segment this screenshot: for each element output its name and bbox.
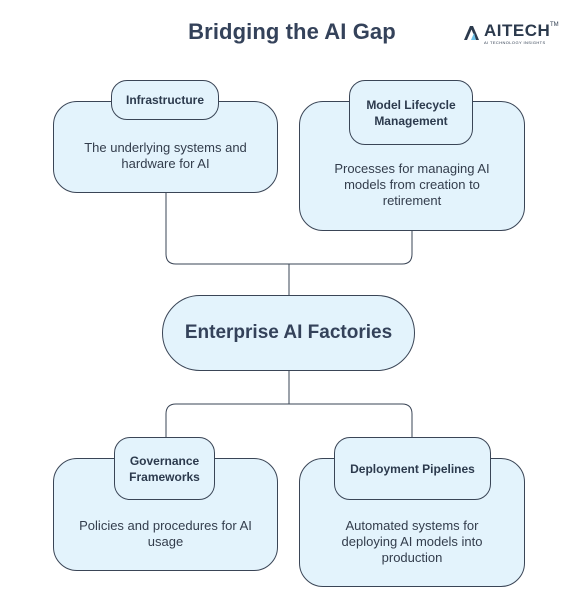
aitech-logo-mark-icon	[464, 26, 479, 40]
deployment-title-tab: Deployment Pipelines	[334, 437, 491, 500]
page-title: Bridging the AI Gap	[188, 19, 396, 44]
logo-text: AITECH	[484, 21, 551, 40]
governance-title-tab: Governance Frameworks	[114, 437, 215, 500]
connector-top	[165, 193, 413, 295]
model-lifecycle-title-tab: Model Lifecycle Management	[349, 80, 473, 145]
deployment-description: Automated systems for deploying AI model…	[341, 518, 483, 565]
model-lifecycle-card: Processes for managing AI models from cr…	[299, 101, 525, 231]
enterprise-ai-factories-node: Enterprise AI Factories	[162, 295, 415, 371]
aitech-logo: AITECH TM AI TECHNOLOGY INSIGHTS	[464, 21, 564, 46]
governance-description: Policies and procedures for AI usage	[79, 518, 252, 549]
infrastructure-title-tab: Infrastructure	[111, 80, 219, 120]
infrastructure-description: The underlying systems and hardware for …	[84, 140, 247, 171]
connector-bottom	[165, 371, 413, 438]
model-lifecycle-description: Processes for managing AI models from cr…	[334, 161, 490, 208]
logo-tagline: AI TECHNOLOGY INSIGHTS	[484, 40, 546, 45]
logo-trademark: TM	[550, 22, 559, 28]
